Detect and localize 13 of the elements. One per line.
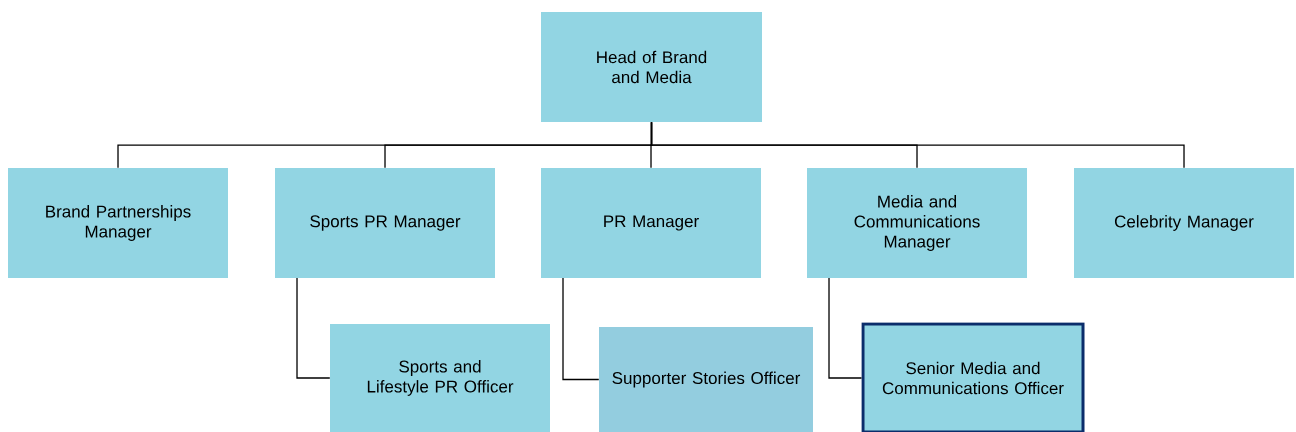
connector-line	[296, 277, 331, 379]
role-box: PR Manager	[541, 168, 761, 278]
role-box: Sports PR Manager	[275, 168, 495, 278]
role-box: Sports and Lifestyle PR Officer	[330, 324, 550, 432]
connector-line	[828, 277, 863, 379]
connector-line	[562, 277, 600, 381]
role-box: Media and Communications Manager	[807, 168, 1027, 278]
role-box: Supporter Stories Officer	[599, 327, 813, 432]
connector-line	[650, 121, 1185, 169]
role-box: Head of Brand and Media	[541, 12, 762, 122]
role-box: Celebrity Manager	[1074, 168, 1294, 278]
highlighted-role-box: Senior Media and Communications Officer	[861, 322, 1085, 432]
role-box: Brand Partnerships Manager	[8, 168, 228, 278]
